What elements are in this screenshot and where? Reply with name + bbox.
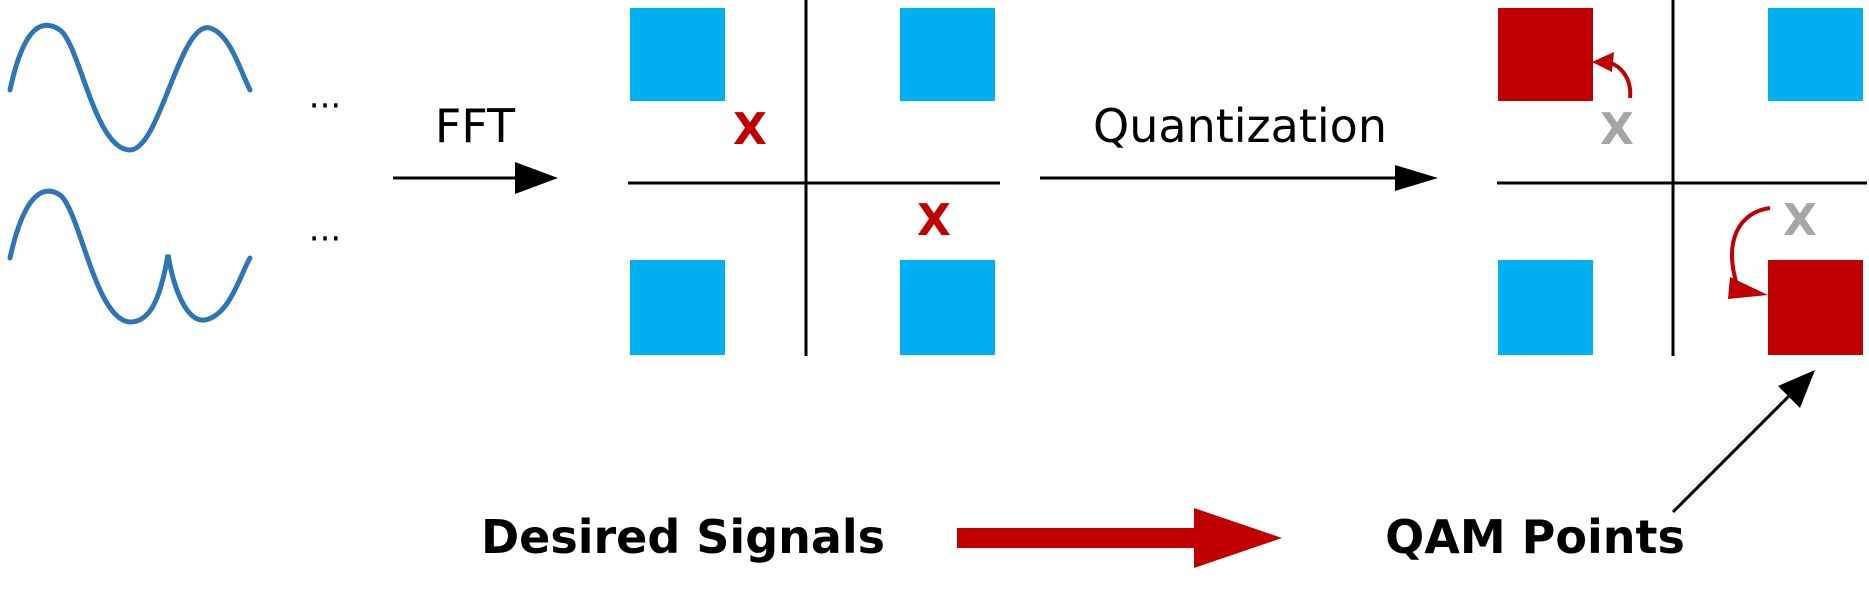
move-arrowhead-upper xyxy=(1592,52,1614,72)
move-arrowhead-lower xyxy=(1728,277,1768,299)
original-marker-upper: X xyxy=(1600,104,1634,155)
fft-arrowhead xyxy=(515,162,558,194)
legend-desired-signals: Desired Signals xyxy=(481,510,885,564)
fft-constellation: X X xyxy=(628,0,1000,356)
fft-step: FFT xyxy=(393,99,558,194)
legend-qam-points: QAM Points xyxy=(1385,510,1685,564)
legend-pointer-arrowhead xyxy=(1778,370,1815,408)
qam-square-red-bottom-right xyxy=(1768,260,1863,355)
quantization-arrowhead xyxy=(1395,165,1438,191)
quantized-constellation: X X xyxy=(1497,0,1867,356)
ellipsis-bottom: ··· xyxy=(309,219,341,259)
qam-square-bottom-right xyxy=(900,260,995,355)
legend: Desired Signals QAM Points xyxy=(481,370,1815,568)
legend-pointer-shaft xyxy=(1671,393,1792,514)
signal-marker-lower: X xyxy=(917,195,951,246)
original-marker-lower: X xyxy=(1783,195,1817,246)
fft-label: FFT xyxy=(435,99,516,153)
qam-square-bottom-left xyxy=(630,260,725,355)
quantization-step: Quantization xyxy=(1040,99,1438,191)
qam-square-cyan-bottom-left xyxy=(1498,260,1593,355)
legend-red-arrowhead xyxy=(1194,508,1282,568)
input-signals: ··· ··· xyxy=(7,22,341,325)
quantization-label: Quantization xyxy=(1093,99,1387,153)
qam-square-red-top-left xyxy=(1498,8,1593,101)
ellipsis-top: ··· xyxy=(309,86,341,126)
qam-square-cyan-top-right xyxy=(1768,8,1863,101)
signal-marker-upper: X xyxy=(733,104,767,155)
move-arrow-lower xyxy=(1730,206,1771,289)
qam-square-top-left xyxy=(630,8,725,101)
distorted-wave-2 xyxy=(7,188,253,325)
qam-square-top-right xyxy=(900,8,995,101)
sine-wave-1 xyxy=(7,22,253,153)
